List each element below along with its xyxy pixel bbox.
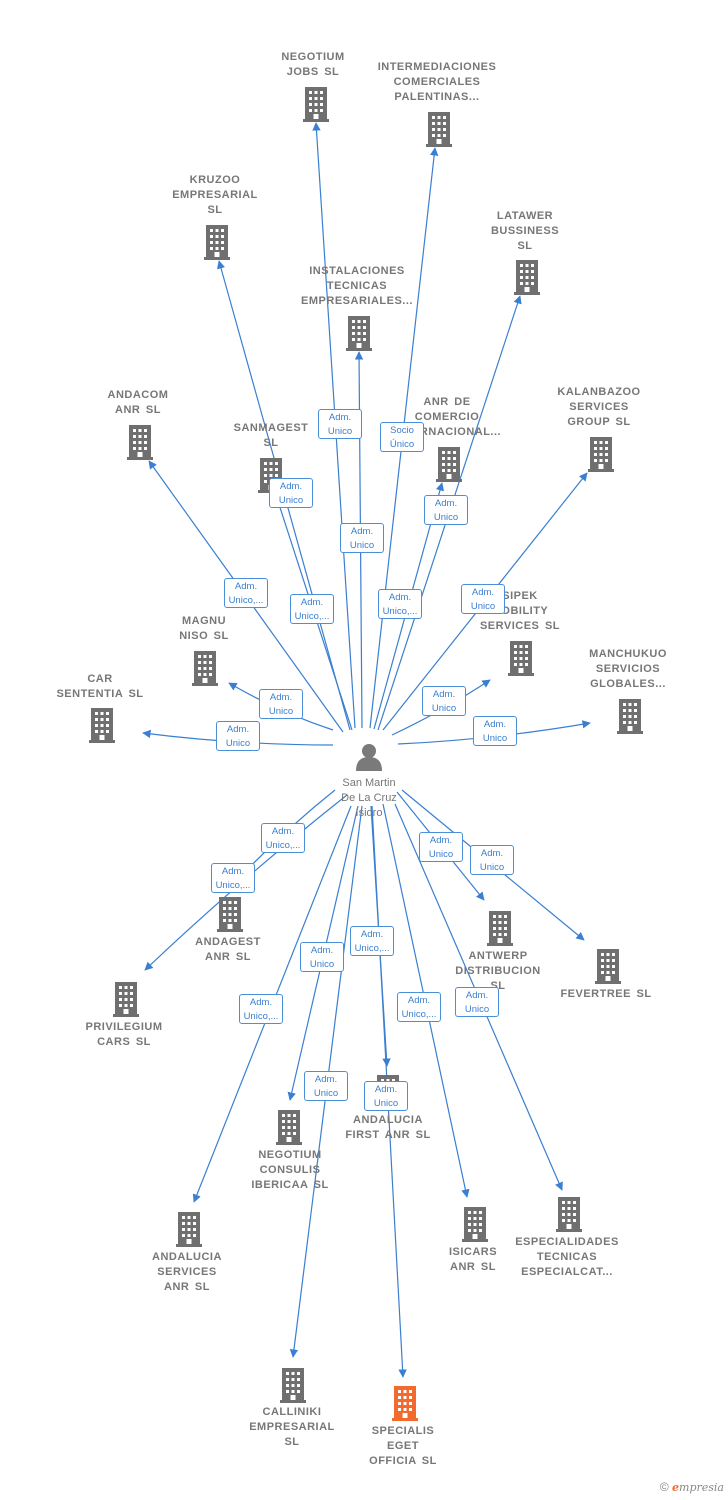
role-badge-antwerp[interactable]: Adm. Unico xyxy=(419,832,463,862)
company-label-sipek[interactable]: SIPEK MOBILITY SERVICES SL xyxy=(479,590,561,632)
person-icon xyxy=(356,744,382,771)
company-label-kruzoo[interactable]: KRUZOO EMPRESARIAL SL xyxy=(172,174,258,216)
building-icon-instalaciones[interactable] xyxy=(346,316,372,351)
role-badge-specialis[interactable]: Adm. Unico xyxy=(364,1081,408,1111)
company-label-andalucia-services[interactable]: ANDALUCIA SERVICES ANR SL xyxy=(152,1251,222,1293)
role-badge-especialidades[interactable]: Adm. Unico xyxy=(455,987,499,1017)
center-person-label[interactable]: San Martin De La Cruz Isidro xyxy=(341,777,397,819)
company-label-specialis[interactable]: SPECIALIS EGET OFFICIA SL xyxy=(369,1425,437,1467)
role-badge-kalanbazoo[interactable]: Adm. Unico xyxy=(461,584,505,614)
company-label-kalanbazoo[interactable]: KALANBAZOO SERVICES GROUP SL xyxy=(557,386,641,428)
role-badge-latawer[interactable]: Adm. Unico,... xyxy=(378,589,422,619)
building-icon-andagest[interactable] xyxy=(217,897,243,932)
company-label-andalucia-first[interactable]: ANDALUCIA FIRST ANR SL xyxy=(345,1114,431,1141)
building-icon-calliniki[interactable] xyxy=(280,1368,306,1403)
building-icon-antwerp[interactable] xyxy=(487,911,513,946)
role-badge-sanmagest[interactable]: Adm. Unico,... xyxy=(290,594,334,624)
company-label-latawer[interactable]: LATAWER BUSSINESS SL xyxy=(490,210,560,252)
role-badge-negotium-consulis[interactable]: Adm. Unico xyxy=(300,942,344,972)
company-label-instalaciones[interactable]: INSTALACIONES TECNICAS EMPRESARIALES... xyxy=(301,265,413,307)
role-badge-andacom[interactable]: Adm. Unico,... xyxy=(224,578,268,608)
company-label-negotium-jobs[interactable]: NEGOTIUM JOBS SL xyxy=(281,51,345,78)
company-label-manchukuo[interactable]: MANCHUKUO SERVICIOS GLOBALES... xyxy=(589,648,667,690)
role-badge-privilegium[interactable]: Adm. Unico,... xyxy=(211,863,255,893)
building-icon-anr-comercio[interactable] xyxy=(436,447,462,482)
building-icon-car-sententia[interactable] xyxy=(89,708,115,743)
company-label-negotium-consulis[interactable]: NEGOTIUM CONSULIS IBERICAA SL xyxy=(251,1149,329,1191)
building-icon-privilegium[interactable] xyxy=(113,982,139,1017)
role-badge-andalucia-services[interactable]: Adm. Unico,... xyxy=(239,994,283,1024)
company-label-antwerp[interactable]: ANTWERP DISTRIBUCION SL xyxy=(455,950,541,992)
building-icon-andacom[interactable] xyxy=(127,425,153,460)
role-badge-calliniki[interactable]: Adm. Unico xyxy=(304,1071,348,1101)
building-icon-fevertree[interactable] xyxy=(595,949,621,984)
company-label-intermediaciones[interactable]: INTERMEDIACIONES COMERCIALES PALENTINAS.… xyxy=(377,61,497,103)
company-label-andacom[interactable]: ANDACOM ANR SL xyxy=(107,389,169,416)
building-icon-intermediaciones[interactable] xyxy=(426,112,452,147)
building-icon-especialidades[interactable] xyxy=(556,1197,582,1232)
company-label-privilegium[interactable]: PRIVILEGIUM CARS SL xyxy=(85,1021,163,1048)
role-badge-andagest[interactable]: Adm. Unico,... xyxy=(261,823,305,853)
role-badge-instalaciones[interactable]: Adm. Unico xyxy=(340,523,384,553)
empresia-logo[interactable]: empresia xyxy=(672,1481,724,1494)
company-label-isicars[interactable]: ISICARS ANR SL xyxy=(448,1246,498,1273)
copyright-notice: © empresia xyxy=(660,1480,724,1494)
building-icon-specialis[interactable] xyxy=(392,1386,418,1421)
role-badge-intermediaciones[interactable]: Socio Único xyxy=(380,422,424,452)
building-icon-kruzoo[interactable] xyxy=(204,225,230,260)
company-label-sanmagest[interactable]: SANMAGEST SL xyxy=(233,422,309,449)
copyright-symbol: © xyxy=(659,1480,669,1494)
role-badge-anr-comercio[interactable]: Adm. Unico xyxy=(424,495,468,525)
company-label-calliniki[interactable]: CALLINIKI EMPRESARIAL SL xyxy=(249,1406,335,1448)
building-icon-andalucia-services[interactable] xyxy=(176,1212,202,1247)
role-badge-isicars[interactable]: Adm. Unico,... xyxy=(397,992,441,1022)
building-icon-sipek[interactable] xyxy=(508,641,534,676)
building-icon-kalanbazoo[interactable] xyxy=(588,437,614,472)
company-label-fevertree[interactable]: FEVERTREE SL xyxy=(560,988,652,1000)
role-badge-manchukuo[interactable]: Adm. Unico xyxy=(473,716,517,746)
role-badge-fevertree[interactable]: Adm. Unico xyxy=(470,845,514,875)
company-label-especialidades[interactable]: ESPECIALIDADES TECNICAS ESPECIALCAT... xyxy=(515,1236,619,1278)
company-label-magnu[interactable]: MAGNU NISO SL xyxy=(179,615,229,642)
building-icon-manchukuo[interactable] xyxy=(617,699,643,734)
role-badge-car[interactable]: Adm. Unico xyxy=(216,721,260,751)
role-badge-kruzoo[interactable]: Adm. Unico xyxy=(269,478,313,508)
role-badge-sipek[interactable]: Adm. Unico xyxy=(422,686,466,716)
company-label-car-sententia[interactable]: CAR SENTENTIA SL xyxy=(56,673,144,700)
building-icon-negotium-jobs[interactable] xyxy=(303,87,329,122)
building-icon-negotium-consulis[interactable] xyxy=(276,1110,302,1145)
role-badge-magnu[interactable]: Adm. Unico xyxy=(259,689,303,719)
company-label-andagest[interactable]: ANDAGEST ANR SL xyxy=(195,936,261,963)
role-badge-negotium-jobs[interactable]: Adm. Unico xyxy=(318,409,362,439)
building-icon-latawer[interactable] xyxy=(514,260,540,295)
building-icon-magnu[interactable] xyxy=(192,651,218,686)
role-badge-andalucia-first[interactable]: Adm. Unico,... xyxy=(350,926,394,956)
building-icon-isicars[interactable] xyxy=(462,1207,488,1242)
